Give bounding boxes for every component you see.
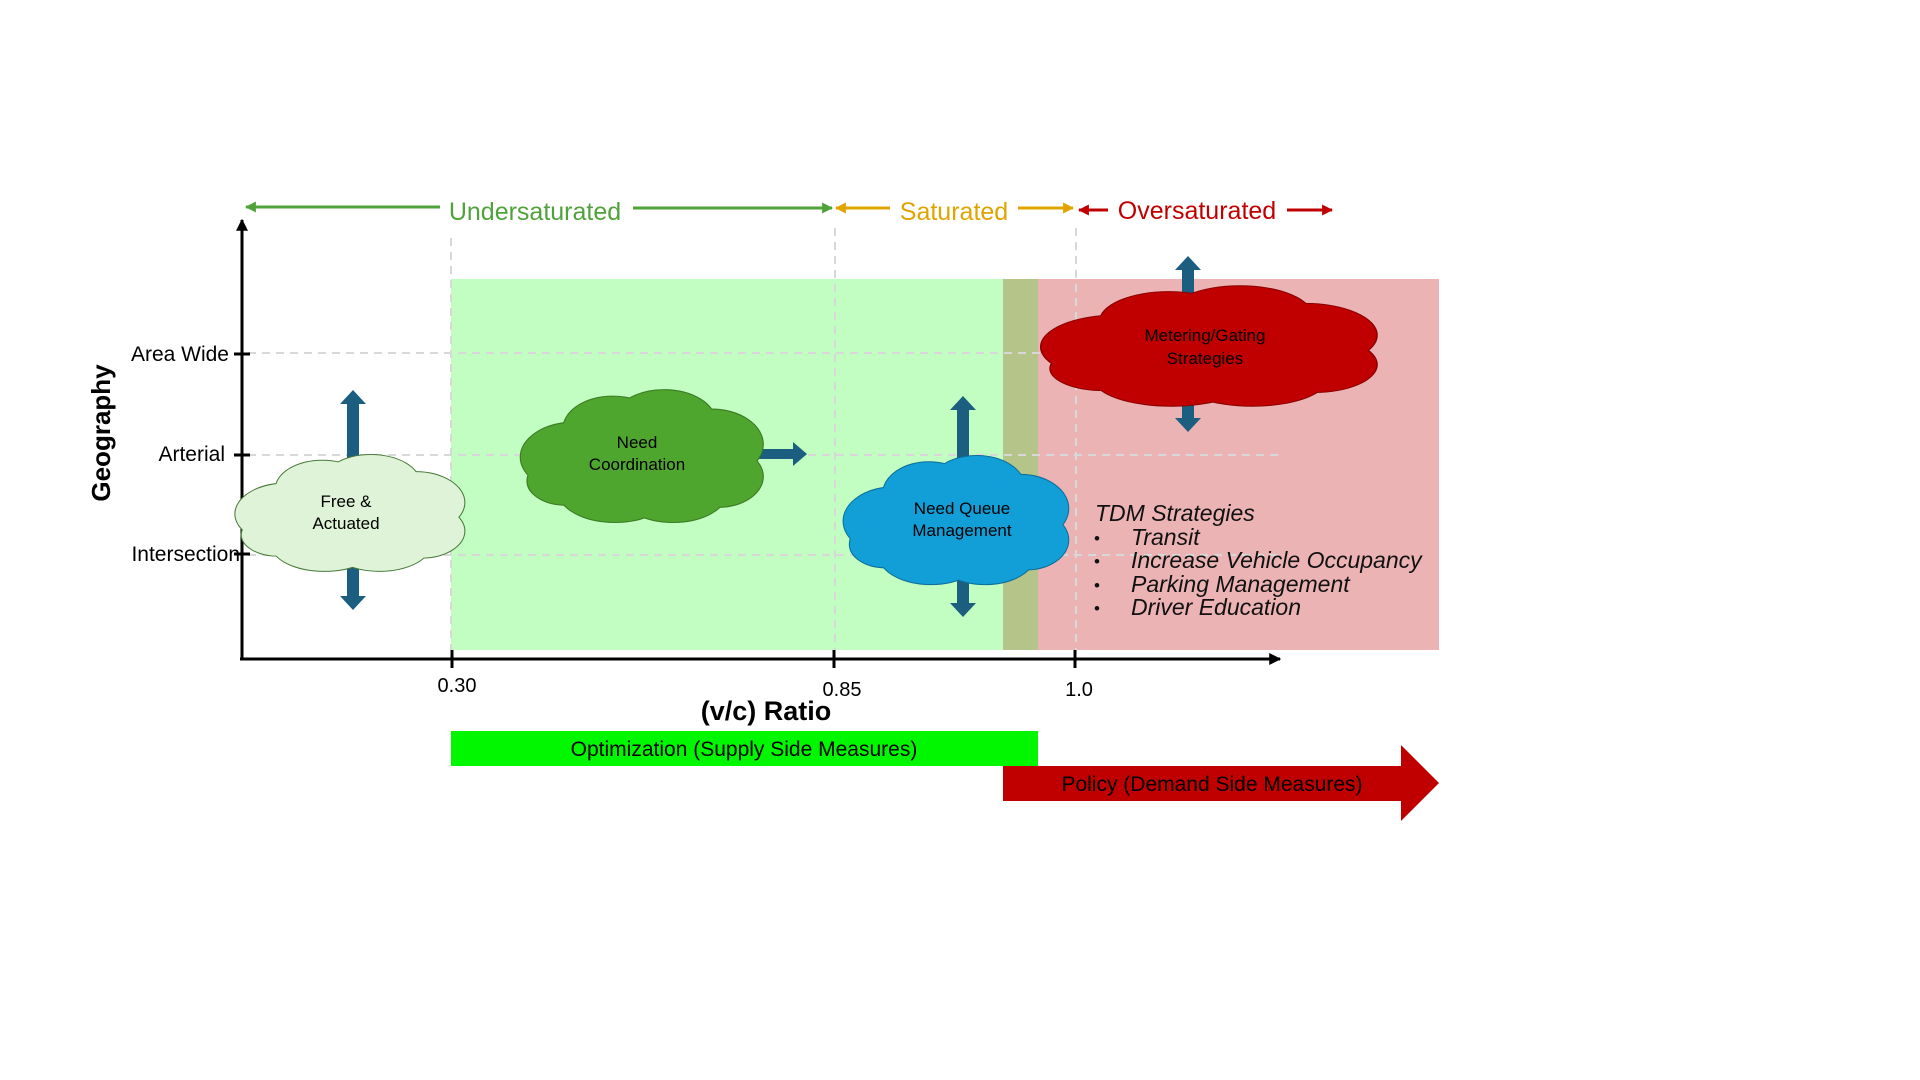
y-axis-title: Geography (86, 364, 116, 502)
cloud-free-line2: Actuated (312, 514, 379, 533)
cloud-need-coordination: Need Coordination (519, 389, 764, 524)
oversaturated-label: Oversaturated (1118, 197, 1276, 225)
cloud-queue-line1: Need Queue (914, 499, 1010, 518)
arrow-queue-vertical (950, 396, 976, 617)
x-axis-title: (v/c) Ratio (701, 696, 832, 726)
cloud-free-line1: Free & (320, 492, 372, 511)
policy-arrow (1003, 745, 1439, 821)
tdm-bullet-2: • (1094, 552, 1100, 571)
x-tick-100: 1.0 (1065, 679, 1093, 701)
cloud-queue-line2: Management (912, 521, 1012, 540)
tdm-item-occupancy: Increase Vehicle Occupancy (1131, 547, 1423, 573)
cloud-coordination-line1: Need (617, 433, 658, 452)
y-level-intersection: Intersection (131, 543, 240, 566)
arrow-coordination-horizontal (740, 442, 807, 466)
tdm-item-driver-education: Driver Education (1131, 594, 1301, 620)
tdm-bullet-4: • (1094, 599, 1100, 618)
tdm-strategies: TDM Strategies • Transit • Increase Vehi… (1094, 500, 1423, 620)
cloud-need-queue-management: Need Queue Management (842, 454, 1070, 586)
optimization-label: Optimization (Supply Side Measures) (571, 738, 918, 761)
x-tick-085: 0.85 (823, 679, 862, 701)
tdm-item-parking: Parking Management (1131, 571, 1351, 597)
y-level-area-wide: Area Wide (131, 343, 229, 366)
cloud-metering-line2: Strategies (1167, 349, 1244, 368)
y-level-arterial: Arterial (158, 443, 225, 466)
axis-ticks (234, 352, 1077, 668)
arrow-free-vertical (340, 390, 366, 610)
tdm-item-transit: Transit (1131, 524, 1201, 550)
optimization-bar (451, 731, 1038, 766)
x-tick-030: 0.30 (438, 675, 477, 697)
cloud-coordination-line2: Coordination (589, 455, 685, 474)
saturated-label: Saturated (900, 198, 1008, 226)
policy-label: Policy (Demand Side Measures) (1061, 773, 1362, 796)
cloud-free-actuated: Free & Actuated (234, 453, 466, 572)
undersaturated-label: Undersaturated (449, 198, 621, 226)
tdm-bullet-1: • (1094, 529, 1100, 548)
cloud-metering-gating: Metering/Gating Strategies (1039, 284, 1378, 408)
arrow-metering-vertical (1175, 256, 1201, 432)
tdm-title: TDM Strategies (1095, 500, 1255, 526)
tdm-bullet-3: • (1094, 576, 1100, 595)
cloud-metering-line1: Metering/Gating (1145, 326, 1266, 345)
